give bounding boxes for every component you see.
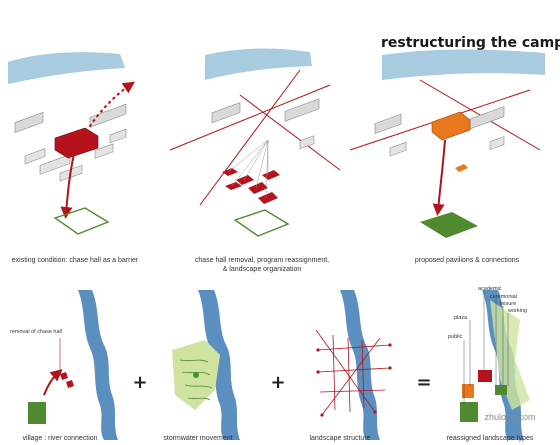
label-working: working [507, 308, 527, 314]
caption-village: village : river connection [22, 435, 97, 442]
program-connections [227, 139, 269, 199]
proposed-pavilion [431, 111, 471, 141]
panel-chase-hall-removal: chase hall removal, program reassignment… [169, 48, 341, 273]
dashed-arrow [79, 81, 135, 143]
panel-landscape-structure: landscape structure [309, 290, 392, 442]
type-block-green [460, 402, 478, 422]
green-field [420, 212, 478, 238]
river-shape [78, 290, 118, 440]
panel-existing-condition: existing condition: chase hall as a barr… [8, 52, 139, 264]
river-shape [198, 290, 240, 440]
watermark: zhulong.com [484, 412, 535, 422]
plus-operator: + [270, 372, 285, 393]
green-field-outline [53, 207, 110, 235]
down-arrow [432, 139, 446, 216]
river-shape [8, 52, 125, 84]
green-field-outline [233, 209, 290, 237]
type-block-red [478, 370, 492, 382]
chase-hall-building [54, 127, 99, 159]
label-leaders [463, 292, 509, 404]
structure-nodes [316, 343, 392, 417]
panel-village-river: removal of chase hall village : river co… [10, 290, 118, 442]
caption-removal-1: chase hall removal, program reassignment… [195, 257, 329, 264]
caption-proposed: proposed pavilions & connections [415, 257, 520, 264]
type-block-green [495, 385, 507, 395]
caption-landscape: landscape structure [309, 435, 370, 442]
label-plaza: plaza [454, 315, 468, 321]
annotation-removal: removal of chase hall [10, 329, 62, 335]
connection-arrow [43, 369, 63, 396]
label-ceremonial: ceremonial [490, 294, 517, 300]
type-block-orange [462, 384, 474, 398]
down-arrow [60, 149, 76, 219]
campus-buildings [211, 98, 320, 150]
label-leisure: leisure [500, 301, 516, 307]
panel-reassigned-types: academic ceremonial leisure working plaz… [447, 286, 534, 442]
page-title: restructuring the campus [381, 35, 560, 51]
village-block [28, 402, 46, 424]
campus-buildings [374, 106, 505, 157]
chase-hall-mark [60, 372, 74, 388]
collection-point [193, 372, 199, 378]
label-academic: academic [478, 286, 502, 292]
panel-stormwater: stormwater movement [163, 290, 240, 442]
caption-existing: existing condition: chase hall as a barr… [12, 257, 139, 264]
equals-operator: = [416, 372, 431, 393]
axis-line [169, 84, 331, 151]
green-corridor [490, 300, 530, 410]
plus-operator: + [132, 372, 147, 393]
label-public: public [448, 334, 463, 340]
river-shape [382, 49, 545, 80]
campus-buildings [14, 103, 127, 182]
axis-line [199, 69, 301, 206]
landscape-grid [315, 329, 391, 416]
river-shape [205, 48, 312, 80]
caption-reassigned: reassigned landscape types [447, 435, 534, 442]
panel-proposed-pavilions: proposed pavilions & connections [349, 49, 545, 264]
axis-line [419, 79, 541, 151]
small-pavilion [455, 164, 468, 172]
relocated-program-blocks [222, 168, 280, 204]
caption-removal-2: & landscape organization [223, 266, 302, 273]
axis-line [239, 94, 341, 171]
caption-stormwater: stormwater movement [163, 435, 232, 442]
